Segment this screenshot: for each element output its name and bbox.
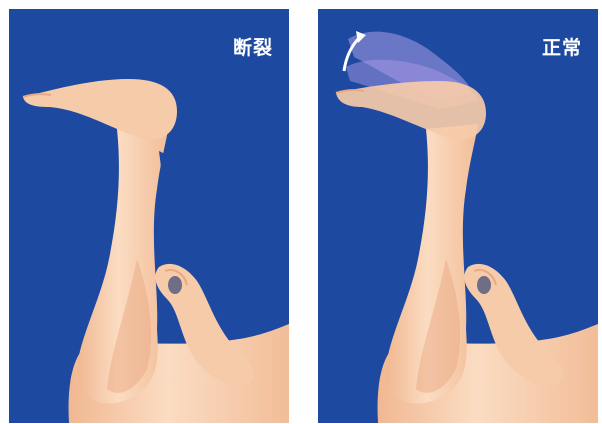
panel-normal: 正常 <box>318 9 598 423</box>
pinch-spot <box>477 276 491 294</box>
label-normal: 正常 <box>542 33 582 60</box>
leg-illustration-normal <box>318 9 598 423</box>
panel-ruptured: 断裂 <box>9 9 289 423</box>
pinch-spot <box>168 276 182 294</box>
label-ruptured: 断裂 <box>233 33 273 60</box>
leg-illustration-ruptured <box>9 9 289 423</box>
